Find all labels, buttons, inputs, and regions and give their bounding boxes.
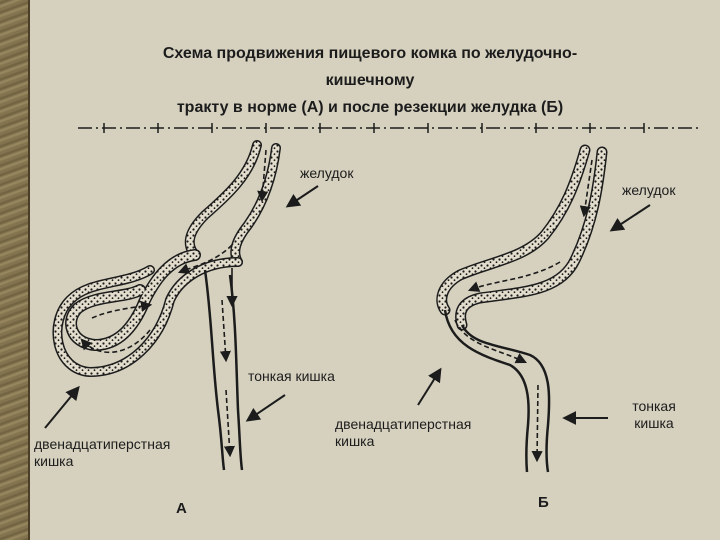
b-stomach-label: желудок (622, 182, 676, 198)
b-small-intestine-label: тонкая кишка (622, 398, 686, 432)
b-stomach-pointer (609, 204, 651, 232)
slide-title: Схема продвижения пищевого комка по желу… (70, 40, 670, 121)
a-flow-arrow-5 (219, 299, 231, 363)
a-duodenum-pointer (44, 385, 80, 429)
b-duodenum-pointer (417, 367, 442, 406)
a-duodenum-label: двенадцатиперстная кишка (34, 436, 170, 470)
a-small-intestine-left-wall (203, 269, 226, 471)
separator-ticks (103, 123, 645, 133)
b-stomach-upper-wall (436, 144, 591, 316)
a-flow-arrow-6 (223, 389, 236, 458)
a-small-intestine-label: тонкая кишка (248, 368, 335, 384)
a-flow-arrow-2 (177, 244, 233, 274)
b-intestine-left-wall (443, 309, 530, 473)
a-small-intestine-right-wall (228, 274, 244, 471)
a-small-intestine-pointer (245, 394, 286, 422)
panel-a-letter: А (176, 500, 187, 517)
b-small-intestine-label-line-1: тонкая (632, 398, 676, 414)
a-stomach-pointer (285, 185, 319, 208)
b-duodenum-label: двенадцатиперстная кишка (335, 416, 471, 450)
title-line-3: тракту в норме (А) и после резекции желу… (176, 99, 564, 116)
b-small-intestine-label-line-2: кишка (634, 415, 674, 431)
a-flow-arrow-3 (80, 329, 151, 354)
b-flow-arrow-2 (467, 261, 561, 292)
b-duodenum-label-line-1: двенадцатиперстная (335, 416, 472, 432)
panel-b-letter: Б (538, 494, 549, 511)
a-duodenum-label-line-2: кишка (34, 453, 74, 469)
title-line-1: Схема продвижения пищевого комка по желу… (162, 45, 578, 62)
b-intestine-right-wall (460, 324, 551, 473)
a-flow-arrow-1 (257, 149, 269, 203)
title-line-2: кишечному (325, 72, 415, 89)
b-flow-arrow-4 (531, 384, 543, 463)
b-flow-arrow-1 (579, 159, 593, 218)
a-stomach-label: желудок (300, 165, 354, 181)
b-flow-arrow-3 (454, 319, 528, 364)
a-duodenum-label-line-1: двенадцатиперстная (34, 436, 171, 452)
a-flow-arrow-4 (91, 300, 153, 319)
margin-divider (28, 0, 30, 540)
b-duodenum-label-line-2: кишка (335, 433, 375, 449)
